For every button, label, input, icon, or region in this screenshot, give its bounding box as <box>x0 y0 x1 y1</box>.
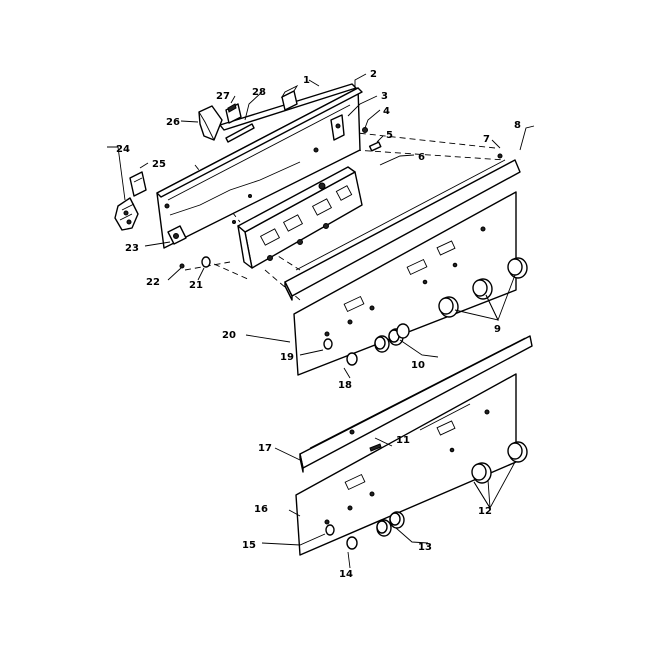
callout-15: 15 <box>242 540 256 551</box>
callout-3: 3 <box>381 91 388 102</box>
upper-large-knobs <box>438 257 528 318</box>
rear-mounting-plate <box>156 87 363 249</box>
callout-10: 10 <box>411 360 425 371</box>
knob[interactable] <box>507 441 528 463</box>
callout-27: 27 <box>216 91 230 102</box>
callout-4: 4 <box>383 106 390 117</box>
callout-19: 19 <box>280 352 294 363</box>
callout-labels: 1 2 3 4 5 6 7 8 9 10 11 12 13 14 15 16 1… <box>116 69 521 580</box>
callout-21: 21 <box>189 280 203 291</box>
lower-trim-channel <box>299 335 533 473</box>
lower-bezel <box>325 524 358 550</box>
small-knob[interactable] <box>376 519 392 537</box>
callout-9: 9 <box>494 324 501 335</box>
callout-24: 24 <box>116 144 130 155</box>
small-knob[interactable] <box>396 323 410 339</box>
timer-module <box>237 166 363 269</box>
callout-17: 17 <box>258 443 272 454</box>
callout-26: 26 <box>166 117 180 128</box>
upper-trim-channel <box>284 153 521 301</box>
knob-21 <box>201 256 211 268</box>
callout-20: 20 <box>222 330 236 341</box>
bracket-26 <box>198 105 223 141</box>
upper-bezel <box>323 338 358 366</box>
callout-23: 23 <box>125 243 139 254</box>
switch-23 <box>167 225 187 245</box>
clip-3 <box>330 114 345 141</box>
knob[interactable] <box>438 296 459 318</box>
callout-5: 5 <box>386 130 393 141</box>
spacer-5 <box>368 141 382 152</box>
upper-control-panel <box>293 191 517 376</box>
callout-6: 6 <box>418 152 425 163</box>
callout-1: 1 <box>303 75 310 86</box>
switch-27 <box>225 103 242 124</box>
callout-25: 25 <box>152 159 166 170</box>
callout-13: 13 <box>418 542 432 553</box>
knob[interactable] <box>472 278 493 300</box>
small-knob[interactable] <box>374 335 390 353</box>
callout-12: 12 <box>478 506 492 517</box>
terminal-block-24 <box>114 197 139 231</box>
callout-11: 11 <box>396 435 410 446</box>
knob[interactable] <box>471 462 492 484</box>
lower-large-knobs <box>471 441 528 484</box>
callout-2: 2 <box>370 69 377 80</box>
callout-8: 8 <box>514 120 521 131</box>
leader-lines <box>107 73 535 569</box>
small-knob[interactable] <box>389 511 405 529</box>
callout-16: 16 <box>254 504 268 515</box>
knob[interactable] <box>507 257 528 279</box>
callout-18: 18 <box>338 380 352 391</box>
callout-28: 28 <box>252 87 266 98</box>
bracket-25 <box>129 171 147 197</box>
screw-4 <box>362 127 368 133</box>
upper-small-knobs <box>374 323 410 353</box>
screw-22 <box>179 263 185 269</box>
relay-1 <box>280 84 299 111</box>
callout-22: 22 <box>146 277 160 288</box>
bracket-28 <box>225 123 255 143</box>
callout-7: 7 <box>483 134 490 145</box>
callout-14: 14 <box>339 569 353 580</box>
lower-small-knobs <box>376 511 405 537</box>
